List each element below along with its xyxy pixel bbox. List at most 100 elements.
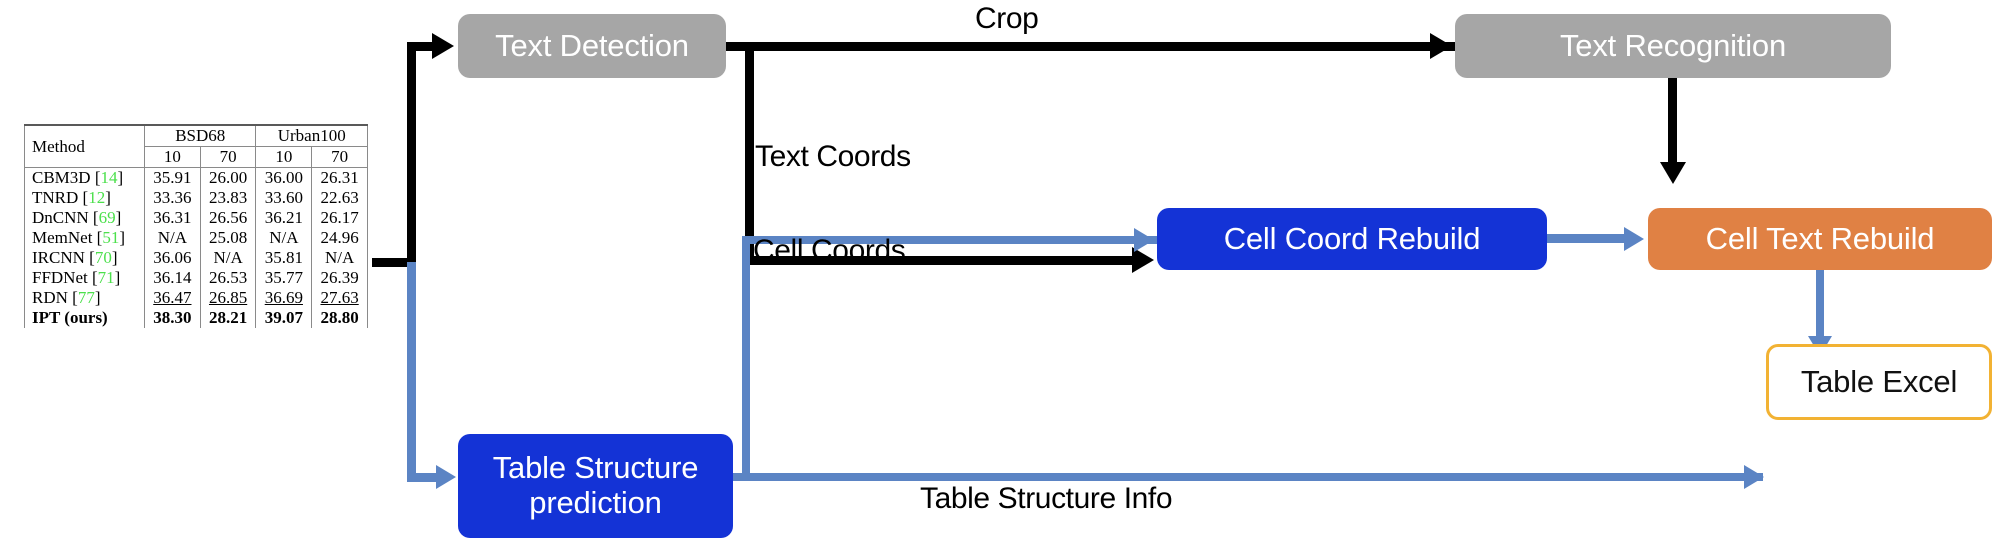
table-cell-value: 26.17 bbox=[311, 208, 368, 228]
table-cell-method: IPT (ours) bbox=[24, 308, 145, 328]
connector-source-to-structure-horizontal bbox=[407, 473, 445, 482]
table-citation-ref: 12 bbox=[88, 188, 106, 207]
arrowhead-into-cell-text-rebuild bbox=[1660, 162, 1686, 184]
connector-cell-coords-vertical bbox=[742, 236, 750, 478]
node-table-excel-label: Table Excel bbox=[1800, 363, 1958, 399]
table-citation-ref: 71 bbox=[97, 268, 115, 287]
table-citation-ref: 51 bbox=[102, 228, 120, 247]
table-group-header-urban100: Urban100 bbox=[255, 124, 368, 147]
connector-source-to-structure-vertical bbox=[407, 262, 416, 478]
table-cell-value: N/A bbox=[311, 248, 368, 268]
node-cell-coord-rebuild-label: Cell Coord Rebuild bbox=[1223, 220, 1481, 256]
table-cell-value: 28.80 bbox=[311, 308, 368, 328]
table-cell-value: 26.00 bbox=[199, 167, 257, 188]
table-cell-value: 36.14 bbox=[144, 268, 201, 288]
edge-label-crop: Crop bbox=[975, 2, 1039, 35]
table-cell-value: 26.39 bbox=[311, 268, 368, 288]
table-citation-ref: 69 bbox=[98, 208, 116, 227]
arrowhead-into-text-detection bbox=[432, 33, 454, 59]
connector-crop bbox=[726, 42, 1476, 51]
table-citation-ref: 77 bbox=[77, 288, 95, 307]
edge-label-table-structure-info: Table Structure Info bbox=[920, 482, 1173, 515]
table-cell-method: TNRD [12] bbox=[24, 188, 145, 208]
table-cell-value: 36.69 bbox=[255, 288, 313, 308]
edge-label-text-coords: Text Coords bbox=[755, 140, 911, 173]
table-cell-value: 28.21 bbox=[199, 308, 257, 328]
table-cell-value: 26.56 bbox=[199, 208, 257, 228]
table-subheader-bsd68-70: 70 bbox=[199, 146, 257, 168]
table-cell-method: MemNet [51] bbox=[24, 228, 145, 248]
table-cell-value: 22.63 bbox=[311, 188, 368, 208]
node-text-recognition-label: Text Recognition bbox=[1560, 27, 1786, 63]
table-cell-value: 35.81 bbox=[255, 248, 313, 268]
connector-source-to-detection-vertical bbox=[407, 46, 416, 266]
table-cell-value: 27.63 bbox=[311, 288, 368, 308]
edge-label-cell-coords: Cell Coords bbox=[753, 234, 906, 267]
table-cell-method: RDN [77] bbox=[24, 288, 145, 308]
table-cell-value: 33.36 bbox=[144, 188, 201, 208]
node-table-excel[interactable]: Table Excel bbox=[1766, 344, 1992, 420]
arrowhead-cell-coords-into-cell-coord-rebuild bbox=[1134, 228, 1154, 252]
node-cell-coord-rebuild[interactable]: Cell Coord Rebuild bbox=[1157, 208, 1547, 270]
node-text-detection[interactable]: Text Detection bbox=[458, 14, 726, 78]
table-cell-method: IRCNN [70] bbox=[24, 248, 145, 268]
table-cell-value: 33.60 bbox=[255, 188, 313, 208]
table-header-row-1: Method BSD68 Urban100 bbox=[24, 124, 368, 168]
table-header-row-2: 10 70 10 70 bbox=[25, 146, 368, 168]
table-cell-value: 36.21 bbox=[255, 208, 313, 228]
arrowhead-coord-to-text-rebuild bbox=[1624, 227, 1644, 251]
table-cell-value: 35.77 bbox=[255, 268, 313, 288]
arrowhead-into-table-excel-left bbox=[1744, 465, 1764, 489]
table-cell-value: 36.31 bbox=[144, 208, 201, 228]
connector-cell-coords-horizontal bbox=[742, 236, 1157, 244]
table-cell-value: 38.30 bbox=[144, 308, 201, 328]
connector-recognition-to-text-rebuild bbox=[1668, 78, 1677, 168]
table-cell-value: 24.96 bbox=[311, 228, 368, 248]
connector-table-structure-info bbox=[733, 473, 1763, 481]
table-group-header-bsd68: BSD68 bbox=[143, 124, 257, 147]
table-cell-value: 39.07 bbox=[255, 308, 313, 328]
node-table-structure-prediction-label-line1: Table Structure bbox=[492, 450, 699, 486]
node-table-structure-prediction[interactable]: Table Structure prediction bbox=[458, 434, 733, 538]
table-cell-value: 36.06 bbox=[144, 248, 201, 268]
arrowhead-into-cell-coord-rebuild-black bbox=[1132, 247, 1154, 273]
node-cell-text-rebuild[interactable]: Cell Text Rebuild bbox=[1648, 208, 1992, 270]
table-cell-value: 26.31 bbox=[311, 167, 368, 188]
table-cell-method: CBM3D [14] bbox=[24, 167, 145, 188]
node-cell-text-rebuild-label: Cell Text Rebuild bbox=[1705, 220, 1935, 256]
table-subheader-urban100-10: 10 bbox=[255, 146, 313, 168]
table-cell-value: 25.08 bbox=[199, 228, 257, 248]
table-citation-ref: 70 bbox=[94, 248, 112, 267]
table-cell-value: 26.85 bbox=[199, 288, 257, 308]
table-citation-ref: 14 bbox=[100, 168, 118, 187]
table-cell-method: FFDNet [71] bbox=[24, 268, 145, 288]
arrowhead-into-text-recognition bbox=[1430, 33, 1452, 59]
arrowhead-into-table-structure bbox=[436, 465, 456, 489]
connector-text-rebuild-to-excel bbox=[1816, 270, 1824, 342]
table-cell-value: 35.91 bbox=[144, 167, 201, 188]
table-cell-value: 36.47 bbox=[144, 288, 201, 308]
table-cell-value: 26.53 bbox=[199, 268, 257, 288]
connector-text-coords-vertical bbox=[745, 47, 754, 265]
table-cell-value: N/A bbox=[255, 228, 313, 248]
node-table-structure-prediction-label-line2: prediction bbox=[529, 485, 662, 520]
table-cell-value: 23.83 bbox=[199, 188, 257, 208]
input-table-image: Method BSD68 Urban100 10 70 10 70 CBM3D … bbox=[24, 124, 368, 328]
node-text-detection-label: Text Detection bbox=[495, 27, 689, 63]
table-subheader-urban100-70: 70 bbox=[311, 146, 368, 168]
table-cell-method: DnCNN [69] bbox=[24, 208, 145, 228]
table-cell-value: N/A bbox=[199, 248, 257, 268]
connector-source-to-detection-horizontal bbox=[407, 42, 441, 51]
node-text-recognition[interactable]: Text Recognition bbox=[1455, 14, 1891, 78]
table-subheader-bsd68-10: 10 bbox=[144, 146, 201, 168]
connector-coord-to-text-rebuild bbox=[1547, 234, 1633, 243]
